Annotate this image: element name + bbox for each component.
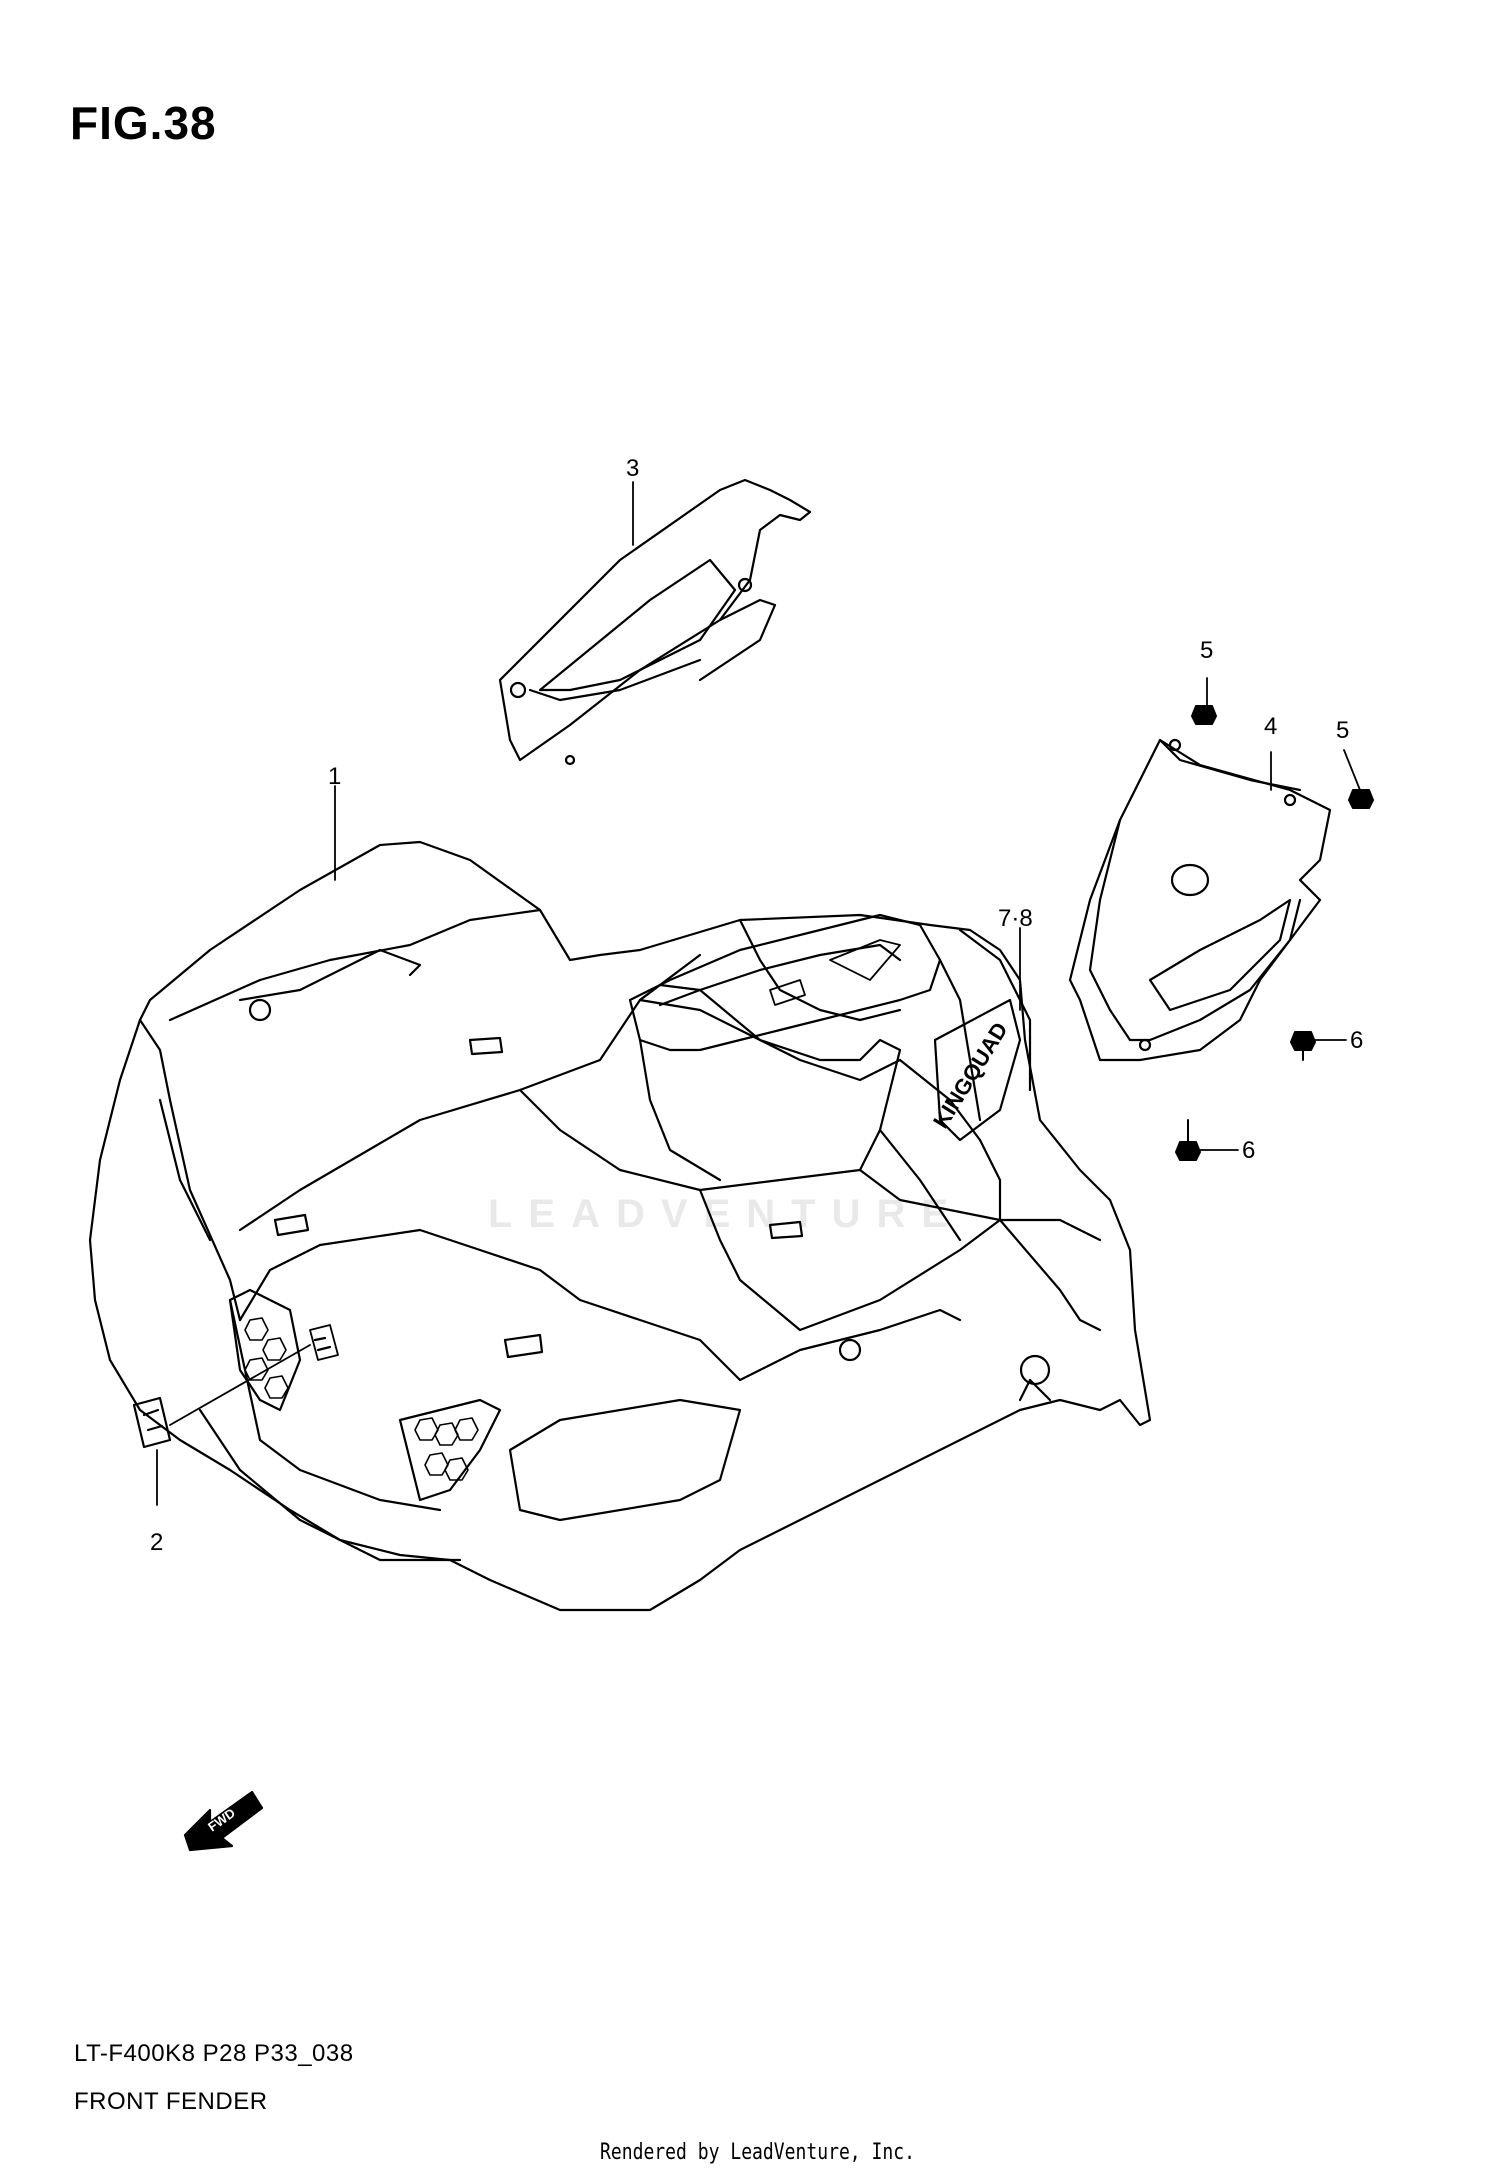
callout-7-8: 7·8	[998, 905, 1033, 932]
callout-3: 3	[626, 455, 639, 482]
storage-compartment	[628, 913, 982, 1182]
rendered-by-footer: Rendered by LeadVenture, Inc.	[600, 2140, 915, 2165]
fwd-arrow-icon: FWD	[183, 1790, 264, 1852]
part-7-8-decal-area	[933, 998, 1022, 1142]
part-2-decal	[132, 1336, 332, 1449]
part-1-front-fender	[88, 840, 1152, 1612]
callout-1: 1	[328, 763, 341, 790]
callout-6b: 6	[1242, 1137, 1255, 1164]
figure-title: FIG.38	[70, 97, 217, 149]
callout-6a: 6	[1350, 1027, 1363, 1054]
watermark-text: LEADVENTURE	[488, 1192, 965, 1236]
fasteners	[1175, 705, 1374, 1161]
part-3-inner-panel	[498, 478, 812, 766]
callout-4: 4	[1264, 713, 1277, 740]
part-4-side-panel	[1068, 738, 1332, 1062]
leader-lines	[156, 481, 1361, 1506]
callout-5a: 5	[1200, 637, 1213, 664]
model-code: LT-F400K8 P28 P33_038	[74, 2040, 354, 2067]
figure-caption: FRONT FENDER	[74, 2088, 268, 2115]
callout-5b: 5	[1336, 717, 1349, 744]
callout-2: 2	[150, 1529, 163, 1556]
kingquad-decal-text: KINGQUAD	[928, 1018, 1013, 1133]
